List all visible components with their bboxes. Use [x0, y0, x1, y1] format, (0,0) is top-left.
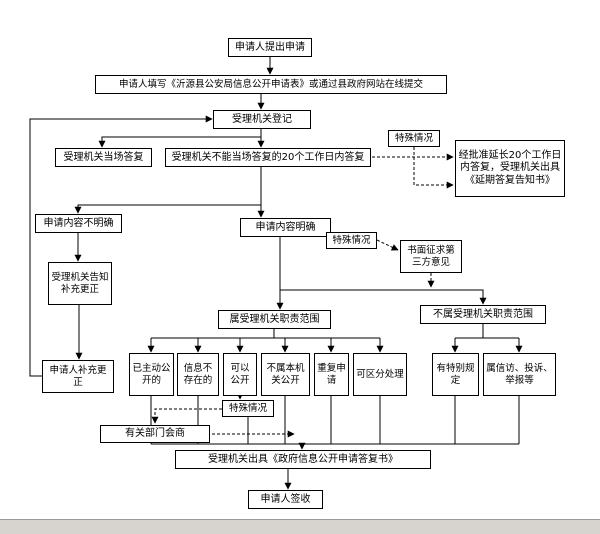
node-onsite-reply: 受理机关当场答复: [55, 148, 152, 167]
node-cat-not-this-org: 不属本机关公开: [261, 353, 310, 396]
node-special-case-1: 特殊情况: [388, 130, 440, 147]
node-content-unclear: 申请内容不明确: [35, 214, 122, 233]
node-notify-supplement: 受理机关告知补充更正: [48, 262, 112, 305]
node-extended-reply: 经批准延长20个工作日内答复，受理机关出具《延期答复告知书》: [455, 140, 565, 197]
node-applicant-sign: 申请人签收: [248, 490, 323, 509]
node-applicant-submit: 申请人提出申请: [228, 38, 312, 57]
node-special-case-2: 特殊情况: [326, 232, 377, 249]
node-cat-separable: 可区分处理: [353, 353, 407, 396]
node-cat-repeat-request: 重复申请: [314, 353, 349, 396]
node-in-scope: 属受理机关职责范围: [218, 310, 331, 329]
node-fill-form: 申请人填写《沂源县公安局信息公开申请表》或通过县政府网站在线提交: [95, 75, 447, 94]
node-register: 受理机关登记: [213, 110, 311, 129]
node-cat-petition-complaint: 属信访、投诉、举报等: [483, 353, 556, 396]
node-special-case-3: 特殊情况: [222, 400, 274, 417]
node-out-of-scope: 不属受理机关职责范围: [420, 305, 546, 324]
node-reply-document: 受理机关出具《政府信息公开申请答复书》: [175, 450, 431, 469]
node-cat-can-disclose: 可以公开: [223, 353, 257, 396]
window-bottom-strip: [0, 519, 600, 534]
node-cat-proactive-disclosed: 已主动公开的: [129, 353, 174, 396]
node-department-consult: 有关部门会商: [100, 425, 210, 443]
node-cat-not-exist: 信息不存在的: [177, 353, 219, 396]
solid-connectors: [29, 57, 523, 490]
node-cat-special-rule: 有特别规定: [432, 353, 479, 396]
node-content-clear: 申请内容明确: [240, 218, 331, 237]
dashed-connectors: [151, 147, 454, 438]
node-third-party-opinion: 书面征求第三方意见: [400, 240, 462, 273]
node-applicant-supplement: 申请人补充更正: [42, 360, 114, 393]
node-reply-20days: 受理机关不能当场答复的20个工作日内答复: [165, 148, 371, 167]
